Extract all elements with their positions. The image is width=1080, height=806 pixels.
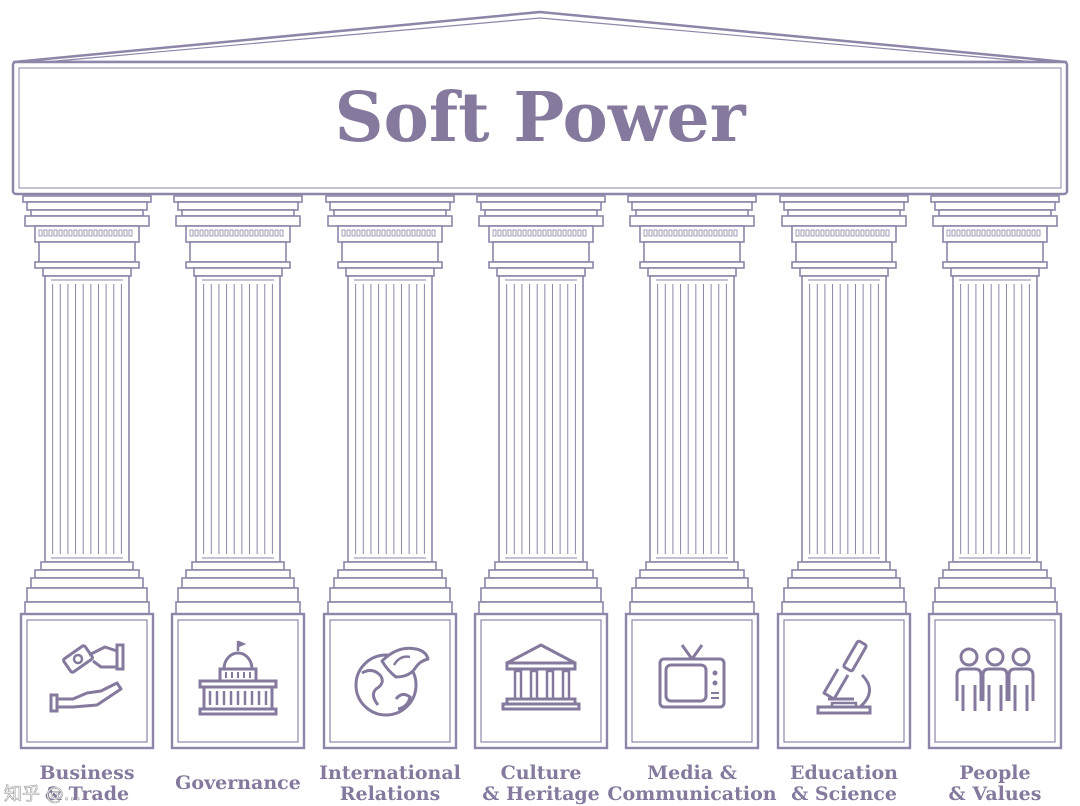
- pillar-label-line1: Governance: [175, 772, 301, 794]
- pillar-label-line2: Relations: [340, 783, 441, 805]
- pillar-label-line1: Business: [39, 762, 134, 784]
- pillar-label-line1: International: [319, 762, 461, 784]
- pillar-label-line1: Culture: [501, 762, 582, 784]
- pillar-column: Culture& Heritage: [475, 196, 607, 805]
- pillar-column: People& Values: [929, 196, 1061, 805]
- watermark: 知乎 @...: [4, 784, 81, 805]
- pillar-column: Governance: [172, 196, 304, 794]
- pillar-label-line2: & Heritage: [482, 783, 600, 805]
- pillar-column: Education& Science: [778, 196, 910, 805]
- pillar-label-line1: Education: [790, 762, 898, 784]
- pillar-label-line2: & Science: [791, 783, 897, 805]
- pillar-label-line2: Communication: [607, 783, 776, 805]
- pillar-label-line2: & Values: [949, 783, 1042, 805]
- page-title: Soft Power: [334, 78, 746, 158]
- pillar-column: Business& Trade: [21, 196, 153, 805]
- pillar-column: Media &Communication: [607, 196, 776, 805]
- pillar-label-line1: People: [959, 762, 1030, 784]
- pillar-label-line1: Media &: [647, 762, 737, 784]
